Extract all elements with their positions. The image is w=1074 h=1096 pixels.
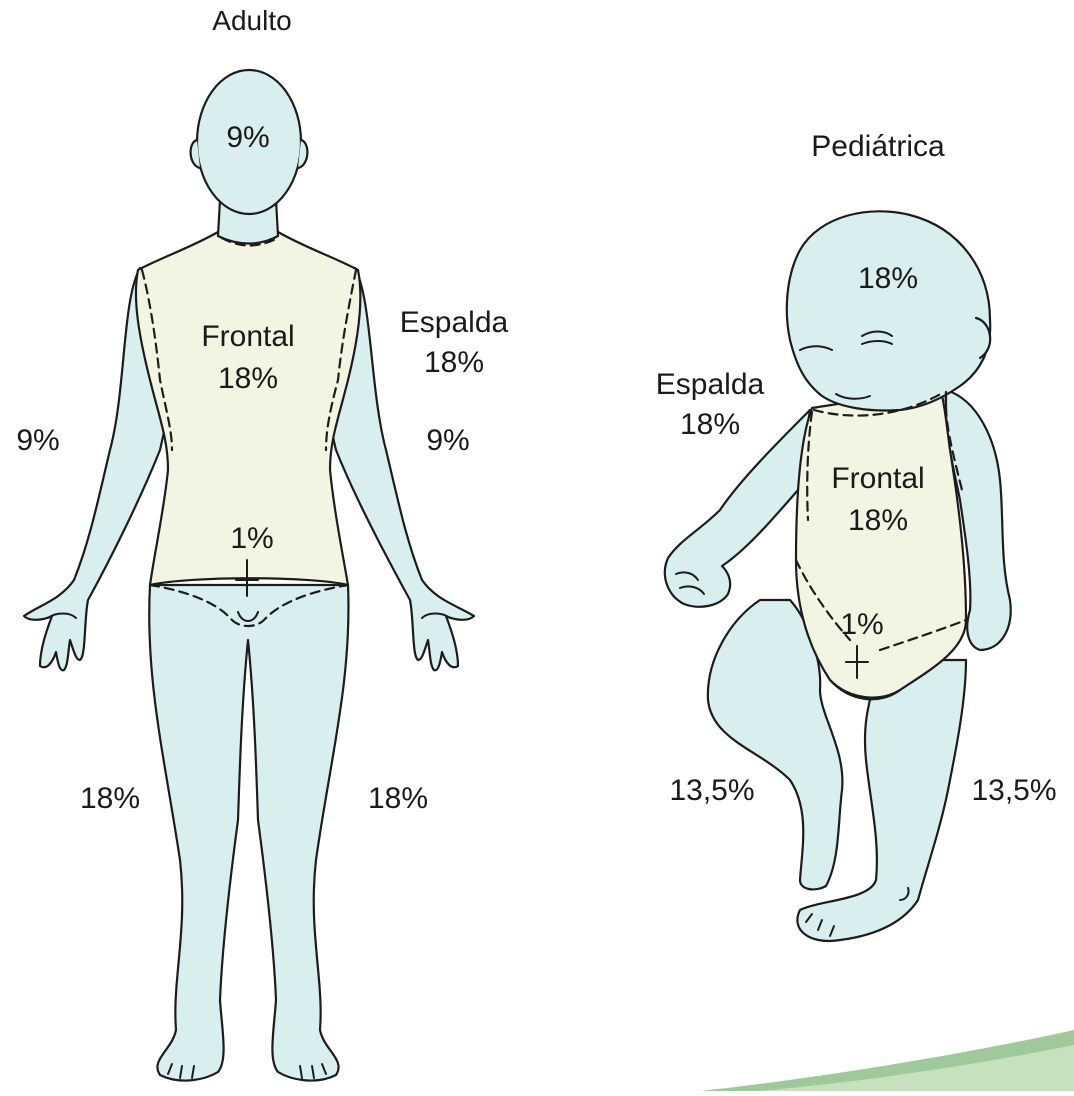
adult-head-percent: 9% — [226, 121, 269, 154]
adult-figure — [24, 70, 474, 1081]
child-frontal-label: Frontal — [831, 462, 924, 495]
adult-frontal-percent: 18% — [218, 362, 278, 395]
child-figure — [665, 211, 1011, 941]
adult-leg-left-percent: 18% — [368, 782, 428, 815]
adult-arm-right-percent: 9% — [16, 424, 59, 457]
adult-genital-percent: 1% — [230, 522, 273, 555]
child-back-label: Espalda — [656, 368, 765, 401]
adult-title: Adulto — [212, 5, 291, 36]
adult-legs — [149, 585, 348, 1081]
child-torso — [796, 388, 966, 699]
child-leg-right-percent: 13,5% — [669, 774, 754, 807]
child-head — [787, 211, 990, 410]
child-back-percent: 18% — [680, 408, 740, 441]
adult-arm-left-percent: 9% — [426, 424, 469, 457]
child-head-percent: 18% — [858, 262, 918, 295]
child-genital-percent: 1% — [840, 608, 883, 641]
adult-leg-right-percent: 18% — [80, 782, 140, 815]
adult-frontal-label: Frontal — [201, 320, 294, 353]
child-frontal-percent: 18% — [848, 504, 908, 537]
adult-back-percent: 18% — [424, 346, 484, 379]
child-leg-left-percent: 13,5% — [971, 774, 1056, 807]
child-title: Pediátrica — [811, 130, 945, 163]
adult-back-label: Espalda — [400, 306, 509, 339]
